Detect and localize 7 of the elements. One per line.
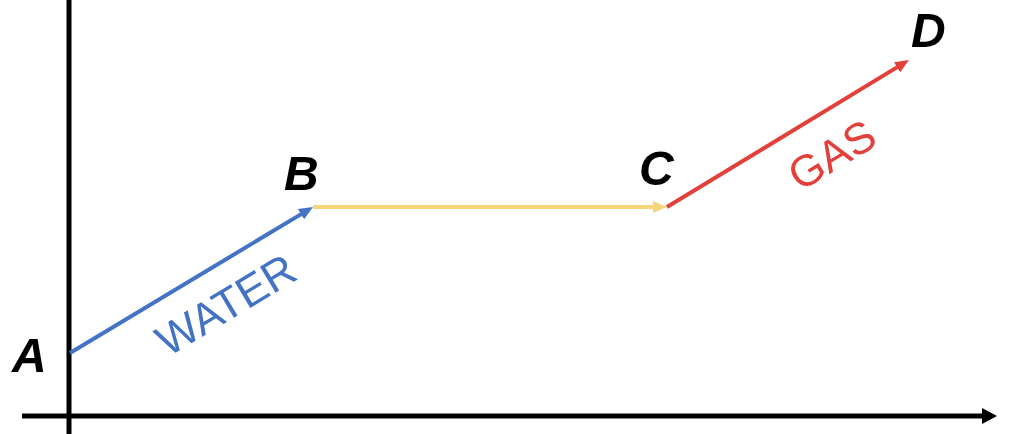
point-label: D — [911, 7, 946, 55]
arrow — [665, 60, 909, 209]
point-label: A — [12, 332, 47, 380]
arrow — [68, 207, 313, 355]
point-label: C — [639, 145, 674, 193]
arrow — [313, 201, 667, 213]
point-label: B — [284, 150, 319, 198]
